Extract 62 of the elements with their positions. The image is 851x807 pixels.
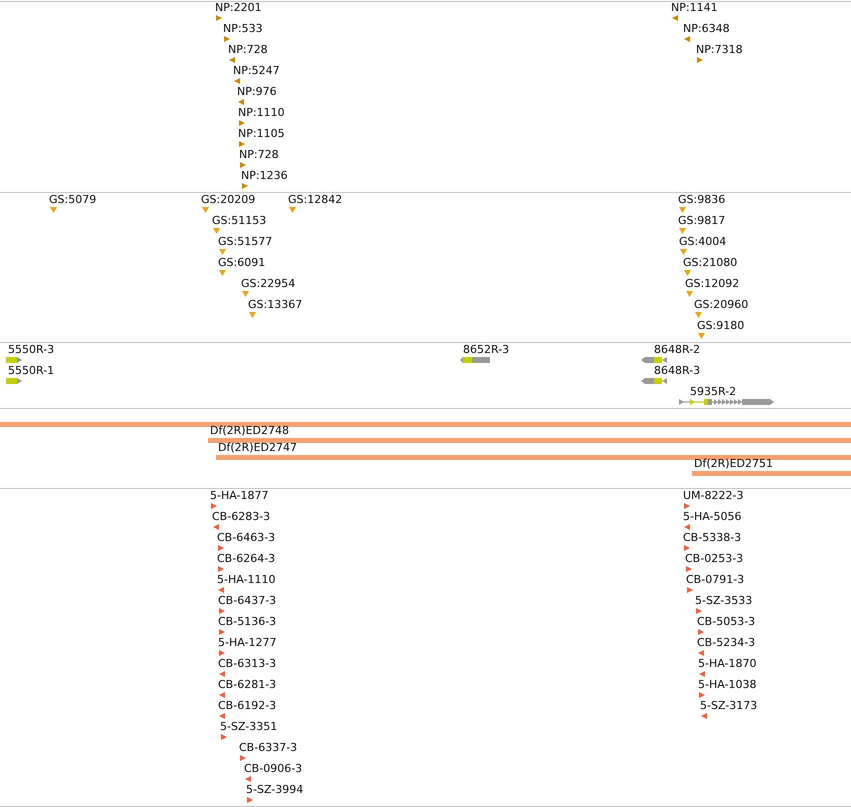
feature-label: GS:9836: [678, 193, 726, 206]
feature-label: UM-8222-3: [683, 489, 744, 502]
feature-label: CB-0906-3: [244, 762, 302, 775]
feature-label: 5-HA-1277: [218, 636, 276, 649]
feature-label: NP:728: [239, 148, 279, 161]
feature-label: 5550R-3: [8, 343, 54, 356]
feature-label: GS:51577: [218, 235, 272, 248]
feature-label: NP:1110: [238, 106, 285, 119]
feature-label: GS:13367: [248, 298, 302, 311]
feature-label: 5-HA-1870: [698, 657, 756, 670]
feature-label: CB-6463-3: [217, 531, 276, 544]
feature-label: 5-HA-1877: [210, 489, 268, 502]
feature-label: CB-6264-3: [217, 552, 276, 565]
feature-label: Df(2R)ED2751: [694, 457, 773, 470]
feature-label: NP:2201: [215, 1, 262, 14]
feature-label: 5935R-2: [690, 385, 736, 398]
feature-label: 5550R-1: [8, 364, 54, 377]
feature-label: GS:51153: [212, 214, 266, 227]
feature-label: 8652R-3: [463, 343, 510, 356]
feature-label: CB-5338-3: [683, 531, 742, 544]
feature-label: GS:21080: [683, 256, 738, 269]
feature-label: NP:6348: [683, 22, 730, 35]
feature-label: CB-6283-3: [212, 510, 270, 523]
feature-label: GS:12842: [288, 193, 342, 206]
feature-label: 5-HA-1110: [217, 573, 276, 586]
feature-label: 5-SZ-3351: [220, 720, 278, 733]
feature-label: CB-6437-3: [218, 594, 276, 607]
feature-label: GS:9180: [697, 319, 744, 332]
feature-label: NP:1105: [238, 127, 285, 140]
feature-label: CB-6281-3: [218, 678, 276, 691]
feature-label: NP:1236: [241, 169, 288, 182]
feature-label: Df(2R)ED2748: [210, 424, 289, 437]
feature-label: CB-5053-3: [697, 615, 756, 628]
feature-label: NP:7318: [696, 43, 743, 56]
feature-label: NP:5247: [233, 64, 280, 77]
feature-label: GS:9817: [678, 214, 726, 227]
feature-label: 8648R-2: [654, 343, 700, 356]
feature-label: Df(2R)ED2747: [218, 441, 297, 454]
feature-label: NP:1141: [671, 1, 718, 14]
feature-label: CB-0253-3: [685, 552, 744, 565]
feature-label: GS:12092: [685, 277, 740, 290]
feature-label: GS:22954: [241, 277, 296, 290]
feature-label: 5-SZ-3994: [246, 783, 304, 796]
feature-label: 5-SZ-3173: [700, 699, 758, 712]
feature-label: GS:20960: [694, 298, 748, 311]
feature-label: 5-HA-5056: [683, 510, 742, 523]
feature-label: GS:6091: [218, 256, 266, 269]
feature-label: CB-5234-3: [697, 636, 756, 649]
feature-label: GS:4004: [679, 235, 726, 248]
feature-label: GS:5079: [49, 193, 96, 206]
feature-label: NP:533: [223, 22, 263, 35]
feature-label: GS:20209: [201, 193, 256, 206]
feature-label: CB-5136-3: [218, 615, 276, 628]
feature-label: CB-6313-3: [218, 657, 276, 670]
feature-label: CB-6337-3: [239, 741, 298, 754]
feature-label: 5-HA-1038: [698, 678, 756, 691]
feature-label: NP:728: [228, 43, 268, 56]
feature-label: 8648R-3: [654, 364, 700, 377]
feature-label: CB-6192-3: [218, 699, 276, 712]
feature-label: 5-SZ-3533: [695, 594, 752, 607]
feature-label: CB-0791-3: [686, 573, 744, 586]
feature-label: NP:976: [237, 85, 277, 98]
